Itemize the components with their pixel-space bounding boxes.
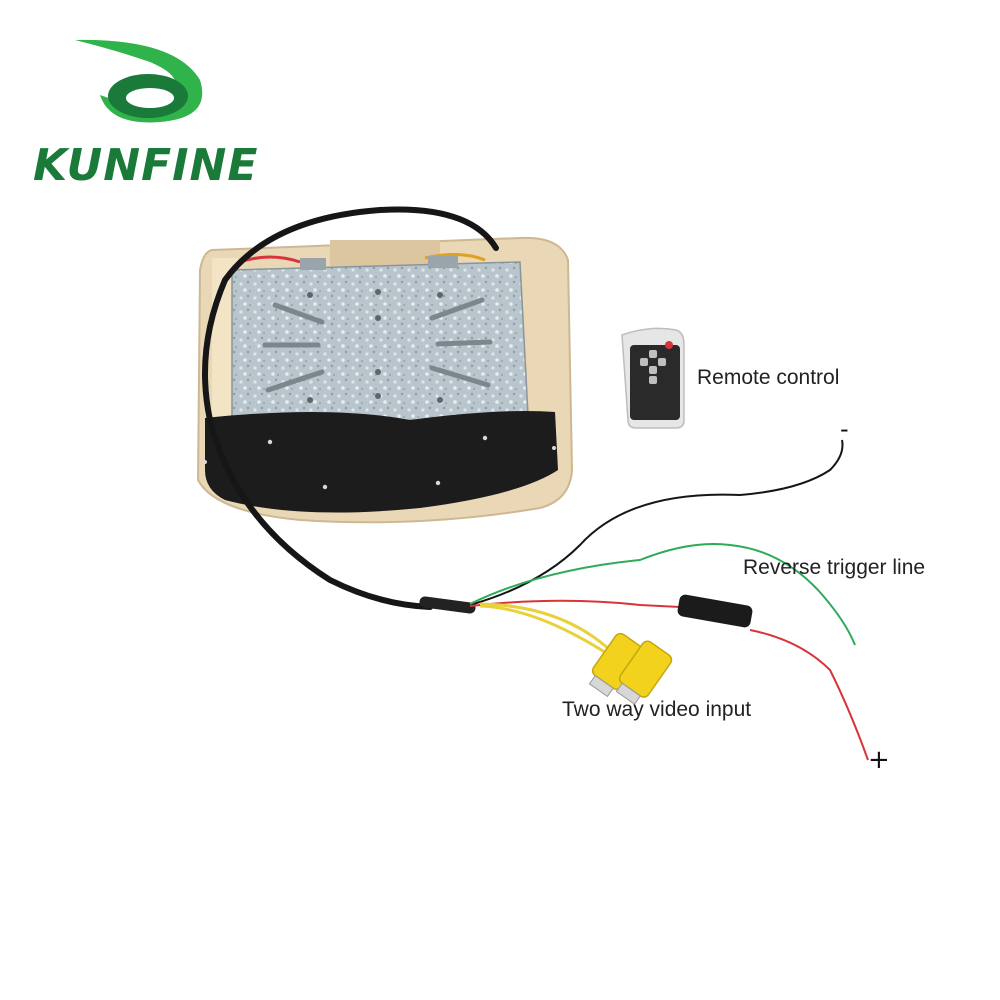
remote-control-icon <box>621 327 685 429</box>
brand-logo-text: KUNFINE <box>33 140 259 191</box>
reverse-trigger-label: Reverse trigger line <box>743 556 926 579</box>
video-input-label: Two way video input <box>562 698 752 721</box>
negative-sign: - <box>840 415 849 443</box>
positive-sign: + <box>868 745 890 775</box>
main-cable <box>202 206 499 614</box>
rca-connector-icon <box>588 632 673 705</box>
wires <box>469 439 869 761</box>
kunfine-logo-icon <box>75 39 203 123</box>
fuse-holder <box>677 594 753 628</box>
remote-control-label: Remote control <box>697 366 840 389</box>
mounting-plate <box>231 261 529 429</box>
felt-pad <box>203 411 558 513</box>
